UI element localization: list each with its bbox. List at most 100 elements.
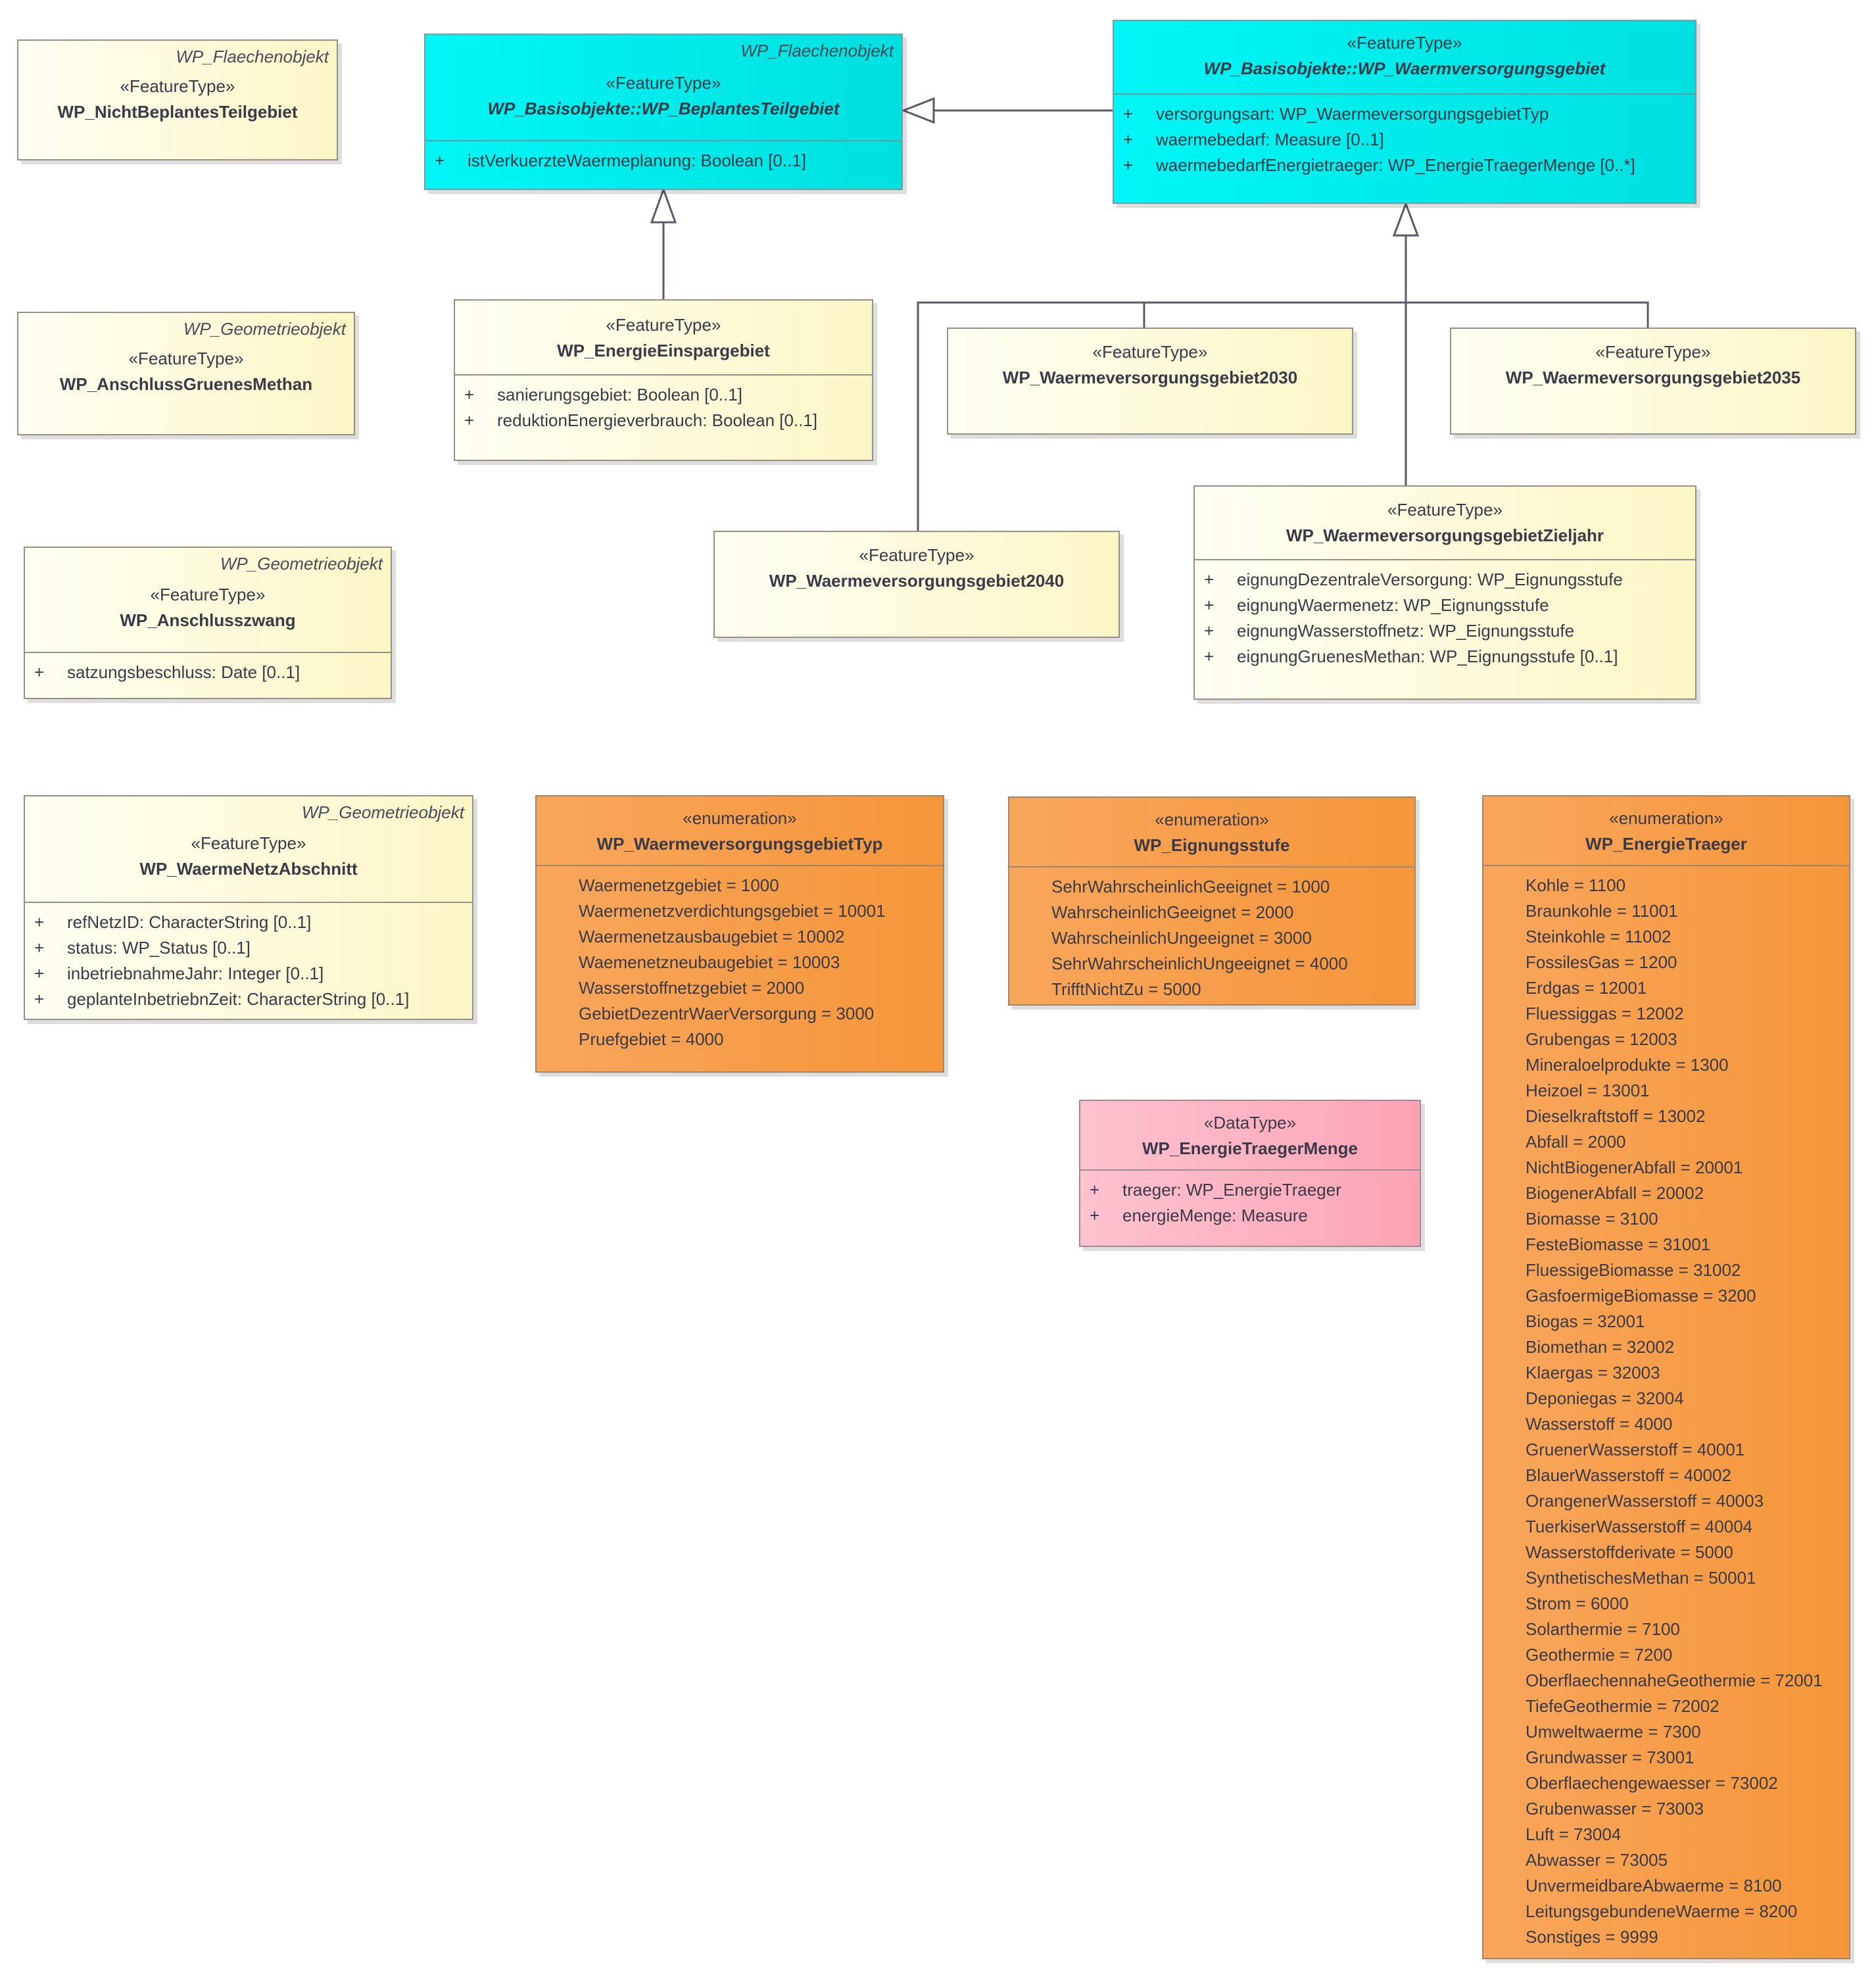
attribute-text: eignungWaermenetz: WP_Eignungsstufe <box>1237 595 1549 615</box>
class-waermeversorgungsgebiet-2035[interactable]: «FeatureType» WP_Waermeversorgungsgebiet… <box>1450 328 1856 435</box>
class-waerme-netz-abschnitt[interactable]: WP_Geometrieobjekt «FeatureType» WP_Waer… <box>24 795 473 1020</box>
enum-literal: Wasserstoff = 4000 <box>1526 1414 1673 1434</box>
class-waermversorgungsgebiet[interactable]: «FeatureType» WP_Basisobjekte::WP_Waermv… <box>1113 20 1696 204</box>
enum-literal: Umweltwaerme = 7300 <box>1526 1722 1701 1742</box>
tagged-value: WP_Flaechenobjekt <box>740 41 894 61</box>
attribute-row: + eignungDezentraleVersorgung: WP_Eignun… <box>1195 567 1695 593</box>
enum-literal: Sonstiges = 9999 <box>1526 1927 1658 1947</box>
attribute-text: istVerkuerzteWaermeplanung: Boolean [0..… <box>468 151 806 170</box>
class-beplantes-teilgebiet[interactable]: WP_Flaechenobjekt «FeatureType» WP_Basis… <box>424 34 903 190</box>
enum-literal: Waermenetzverdichtungsgebiet = 10001 <box>579 901 886 921</box>
class-name: WP_EnergieTraegerMenge <box>1142 1138 1358 1158</box>
class-waermeversorgungsgebiet-zieljahr[interactable]: «FeatureType» WP_Waermeversorgungsgebiet… <box>1193 485 1696 700</box>
class-waermeversorgungsgebiet-2040[interactable]: «FeatureType» WP_Waermeversorgungsgebiet… <box>713 531 1120 638</box>
class-header: «enumeration» WP_Waermeversorgungsgebiet… <box>537 796 943 865</box>
enum-literal: Grubenwasser = 73003 <box>1526 1799 1704 1818</box>
attribute-text: geplanteInbetriebnZeit: CharacterString … <box>67 989 410 1009</box>
attribute-text: eignungWasserstoffnetz: WP_Eignungsstufe <box>1237 621 1575 641</box>
enum-literal: Wasserstoffderivate = 5000 <box>1526 1542 1733 1562</box>
stereotype-label: «FeatureType» <box>128 349 244 368</box>
attribute-text: refNetzID: CharacterString [0..1] <box>67 912 312 932</box>
attribute-compartment: + satzungsbeschluss: Date [0..1] <box>25 652 391 685</box>
visibility-marker: + <box>34 662 45 682</box>
enum-literal: Heizoel = 13001 <box>1526 1081 1650 1100</box>
attribute-compartment: + istVerkuerzteWaermeplanung: Boolean [0… <box>425 140 902 174</box>
class-header: «FeatureType» WP_Basisobjekte::WP_Waermv… <box>1114 21 1695 93</box>
class-name: WP_WaermeversorgungsgebietZieljahr <box>1286 525 1604 545</box>
enum-literal: FesteBiomasse = 31001 <box>1526 1234 1711 1254</box>
enum-literal: Biomethan = 32002 <box>1526 1337 1675 1357</box>
tagged-value: WP_Geometrieobjekt <box>220 554 383 574</box>
enum-literal: Braunkohle = 11001 <box>1526 901 1678 921</box>
enum-literal: FluessigeBiomasse = 31002 <box>1526 1260 1741 1280</box>
visibility-marker: + <box>34 938 45 958</box>
enum-literal: Waermenetzgebiet = 1000 <box>579 875 779 895</box>
visibility-marker: + <box>1123 155 1134 175</box>
attribute-text: energieMenge: Measure <box>1122 1206 1308 1225</box>
class-header: «DataType» WP_EnergieTraegerMenge <box>1080 1101 1420 1169</box>
attribute-compartment: + eignungDezentraleVersorgung: WP_Eignun… <box>1195 559 1695 670</box>
attribute-row: + inbetriebnahmeJahr: Integer [0..1] <box>25 961 472 987</box>
enum-literal: Dieselkraftstoff = 13002 <box>1526 1106 1706 1126</box>
visibility-marker: + <box>1204 647 1215 666</box>
enum-literal: SehrWahrscheinlichGeeignet = 1000 <box>1051 877 1330 896</box>
attribute-text: status: WP_Status [0..1] <box>67 938 251 958</box>
attribute-text: waermebedarf: Measure [0..1] <box>1156 130 1384 149</box>
enum-energie-traeger[interactable]: «enumeration» WP_EnergieTraeger Kohle = … <box>1482 795 1850 1959</box>
class-anschluss-gruenes-methan[interactable]: WP_Geometrieobjekt «FeatureType» WP_Ansc… <box>17 312 355 435</box>
generalization-arrowhead-beplantes-up <box>650 186 677 224</box>
enum-literal: TiefeGeothermie = 72002 <box>1526 1696 1720 1716</box>
enum-waermeversorgungsgebiet-typ[interactable]: «enumeration» WP_Waermeversorgungsgebiet… <box>535 795 944 1073</box>
attribute-row: + eignungWasserstoffnetz: WP_Eignungsstu… <box>1195 618 1695 644</box>
class-anschlusszwang[interactable]: WP_Geometrieobjekt «FeatureType» WP_Ansc… <box>24 547 392 699</box>
class-name: WP_Basisobjekte::WP_BeplantesTeilgebiet <box>487 99 840 118</box>
class-header: WP_Flaechenobjekt «FeatureType» WP_Basis… <box>425 35 902 140</box>
enum-literal: Wasserstoffnetzgebiet = 2000 <box>579 978 805 998</box>
class-name: WP_Basisobjekte::WP_Waermversorgungsgebi… <box>1203 59 1606 78</box>
stereotype-label: «DataType» <box>1203 1113 1297 1133</box>
class-name: WP_Waermeversorgungsgebiet2030 <box>1002 368 1298 387</box>
enum-literal: Biogas = 32001 <box>1526 1311 1645 1331</box>
enum-literal: LeitungsgebundeneWaerme = 8200 <box>1526 1901 1798 1921</box>
stereotype-label: «FeatureType» <box>1595 342 1711 362</box>
attribute-text: reduktionEnergieverbrauch: Boolean [0..1… <box>497 410 818 430</box>
enum-literal: TuerkiserWasserstoff = 40004 <box>1526 1517 1753 1536</box>
enum-literal: Kohle = 1100 <box>1526 875 1626 895</box>
enum-literal: UnvermeidbareAbwaerme = 8100 <box>1526 1876 1782 1895</box>
class-header: «FeatureType» WP_Waermeversorgungsgebiet… <box>1451 329 1855 391</box>
attribute-row: + waermebedarfEnergietraeger: WP_Energie… <box>1114 153 1695 178</box>
class-name: WP_EnergieEinspargebiet <box>557 341 770 360</box>
visibility-marker: + <box>464 410 475 430</box>
class-name: WP_EnergieTraeger <box>1585 834 1747 854</box>
enum-literal: Oberflaechengewaesser = 73002 <box>1526 1773 1778 1793</box>
enum-literal: TrifftNichtZu = 5000 <box>1051 979 1201 999</box>
class-header: «FeatureType» WP_EnergieEinspargebiet <box>455 301 872 374</box>
class-header: WP_Geometrieobjekt «FeatureType» WP_Waer… <box>25 796 472 902</box>
class-header: WP_Flaechenobjekt «FeatureType» WP_Nicht… <box>18 41 337 125</box>
visibility-marker: + <box>1090 1206 1100 1225</box>
visibility-marker: + <box>1204 570 1215 589</box>
enum-literal: SynthetischesMethan = 50001 <box>1526 1568 1756 1588</box>
class-header: «FeatureType» WP_Waermeversorgungsgebiet… <box>715 532 1118 594</box>
generalization-arrowhead-beplantes <box>900 97 935 124</box>
enum-literal: GruenerWasserstoff = 40001 <box>1526 1440 1745 1459</box>
class-header: «FeatureType» WP_Waermeversorgungsgebiet… <box>1195 487 1695 559</box>
enum-literal: Strom = 6000 <box>1526 1594 1629 1613</box>
class-energie-einspargebiet[interactable]: «FeatureType» WP_EnergieEinspargebiet + … <box>454 299 873 461</box>
stereotype-label: «FeatureType» <box>1092 342 1208 362</box>
class-header: «enumeration» WP_Eignungsstufe <box>1009 798 1414 866</box>
class-waermeversorgungsgebiet-2030[interactable]: «FeatureType» WP_Waermeversorgungsgebiet… <box>947 328 1353 435</box>
enum-eignungsstufe[interactable]: «enumeration» WP_Eignungsstufe SehrWahrs… <box>1008 796 1416 1006</box>
attribute-row: + eignungGruenesMethan: WP_Eignungsstufe… <box>1195 644 1695 670</box>
visibility-marker: + <box>435 151 445 170</box>
generalization-arrowhead-waermversorgungsgebiet <box>1392 201 1420 237</box>
visibility-marker: + <box>34 964 45 983</box>
enum-literal: Abwasser = 73005 <box>1526 1850 1668 1870</box>
enum-literal: Deponiegas = 32004 <box>1526 1388 1684 1408</box>
datatype-energie-traeger-menge[interactable]: «DataType» WP_EnergieTraegerMenge + trae… <box>1079 1100 1421 1247</box>
class-name: WP_AnschlussGruenesMethan <box>59 374 313 394</box>
class-nicht-beplantes-teilgebiet[interactable]: WP_Flaechenobjekt «FeatureType» WP_Nicht… <box>17 39 338 160</box>
enum-literal: Grundwasser = 73001 <box>1526 1747 1695 1767</box>
class-header: «FeatureType» WP_Waermeversorgungsgebiet… <box>948 329 1352 391</box>
enum-literal: Waemenetzneubaugebiet = 10003 <box>579 952 840 972</box>
